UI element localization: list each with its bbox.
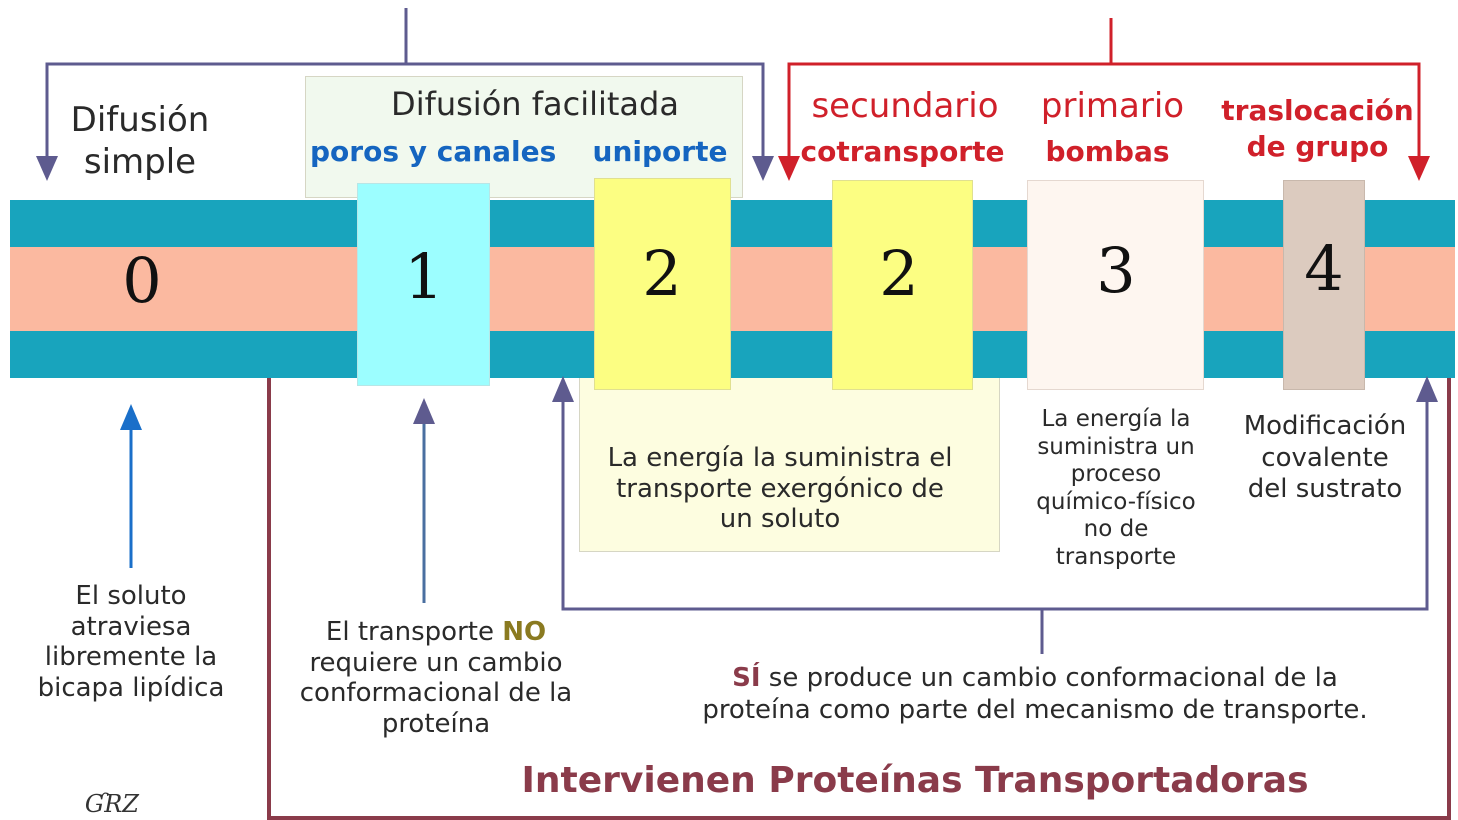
simple-diffusion-label-line2: simple xyxy=(83,142,197,182)
note-line: proteína xyxy=(381,709,491,740)
uniport-label: uniporte xyxy=(592,135,728,168)
note-line: requiere un cambio xyxy=(309,647,563,678)
facilitated-diffusion-label: Difusión facilitada xyxy=(391,85,679,123)
note-line: La energía la suministra el xyxy=(607,443,953,473)
note-line: transporte exergónico de xyxy=(616,473,944,504)
note-line: SÍ se produce un cambio conformacional d… xyxy=(655,663,1415,695)
purple-bottom-bracket xyxy=(561,398,1429,654)
covalent-modification-note: Modificación covalente del sustrato xyxy=(1232,411,1418,506)
note-line: La energía la xyxy=(1041,406,1191,432)
note-line: libremente la xyxy=(44,642,218,673)
purple-bottom-arrowhead-right xyxy=(1416,376,1438,402)
cotransporter-protein xyxy=(832,180,973,390)
note-line: bicapa lipídica xyxy=(37,673,225,704)
pumps-label: bombas xyxy=(1045,135,1170,168)
note-line: suministra un xyxy=(1037,433,1195,460)
group-translocation-label-line2: de grupo xyxy=(1246,130,1389,163)
note-line: El soluto xyxy=(75,581,187,611)
red-arrowhead-right xyxy=(1408,156,1430,181)
yes-emphasis: SÍ xyxy=(732,663,761,693)
red-arrowhead-left xyxy=(778,156,800,181)
chemical-energy-note: La energía la suministra un proceso quím… xyxy=(1025,406,1207,572)
number-3: 3 xyxy=(1096,234,1136,307)
note-line: El transporte NO xyxy=(286,617,586,648)
note-text: El transporte xyxy=(325,617,503,647)
primary-label: primario xyxy=(1040,86,1185,126)
pores-channels-label: poros y canales xyxy=(310,135,557,168)
blue-arrowhead xyxy=(120,404,142,430)
number-1: 1 xyxy=(404,240,444,313)
note-line: del sustrato xyxy=(1247,474,1403,505)
membrane-core xyxy=(10,247,1455,331)
note-line: Modificación xyxy=(1243,411,1407,441)
purple-arrowhead-left xyxy=(36,156,58,181)
simple-diffusion-label-line1: Difusión xyxy=(70,100,210,140)
note-line: proceso xyxy=(1070,461,1162,488)
note-line: atraviesa xyxy=(70,611,192,642)
purple-top-bracket xyxy=(45,8,765,160)
red-top-bracket xyxy=(787,18,1421,160)
channel-protein xyxy=(357,183,490,386)
note-line: químico-físico xyxy=(1036,488,1196,515)
simple-diffusion-note: El soluto atraviesa libremente la bicapa… xyxy=(25,581,237,704)
purple-bottom-arrowhead-left xyxy=(552,376,574,402)
cotransport-label: cotransporte xyxy=(800,135,1005,168)
carrier-proteins-title: Intervienen Proteínas Transportadoras xyxy=(521,760,1309,801)
conformational-change-note: SÍ se produce un cambio conformacional d… xyxy=(655,663,1415,726)
note-line: conformacional de la xyxy=(299,678,573,709)
exergonic-energy-panel xyxy=(579,360,1000,552)
note-line: covalente xyxy=(1261,442,1389,473)
note-text: se produce un cambio conformacional de l… xyxy=(760,663,1338,693)
note-line: un soluto xyxy=(719,504,841,535)
carrier-proteins-frame xyxy=(267,378,1451,820)
purple-arrowhead-right xyxy=(752,156,774,181)
membrane-outer-top xyxy=(10,200,1455,247)
facilitated-diffusion-panel xyxy=(305,76,743,198)
number-2-uniport: 2 xyxy=(642,237,682,310)
group-translocase-protein xyxy=(1283,180,1365,390)
no-emphasis: NO xyxy=(502,617,547,647)
pump-protein xyxy=(1027,180,1204,390)
exergonic-energy-note: La energía la suministra el transporte e… xyxy=(585,443,975,535)
number-0: 0 xyxy=(122,244,162,317)
note-line: no de xyxy=(1083,516,1149,543)
note-line: transporte xyxy=(1055,543,1177,570)
group-translocation-label-line1: traslocación xyxy=(1221,94,1414,127)
signature: ƓRZ xyxy=(85,790,139,818)
channel-arrowhead xyxy=(413,398,435,424)
number-4: 4 xyxy=(1304,232,1344,305)
no-conformational-change-note: El transporte NO requiere un cambio conf… xyxy=(286,617,586,740)
note-line: proteína como parte del mecanismo de tra… xyxy=(702,694,1368,725)
uniporter-protein xyxy=(594,178,731,390)
number-2-cotransport: 2 xyxy=(879,237,919,310)
membrane-outer-bottom xyxy=(10,331,1455,378)
secondary-label: secundario xyxy=(811,86,999,126)
